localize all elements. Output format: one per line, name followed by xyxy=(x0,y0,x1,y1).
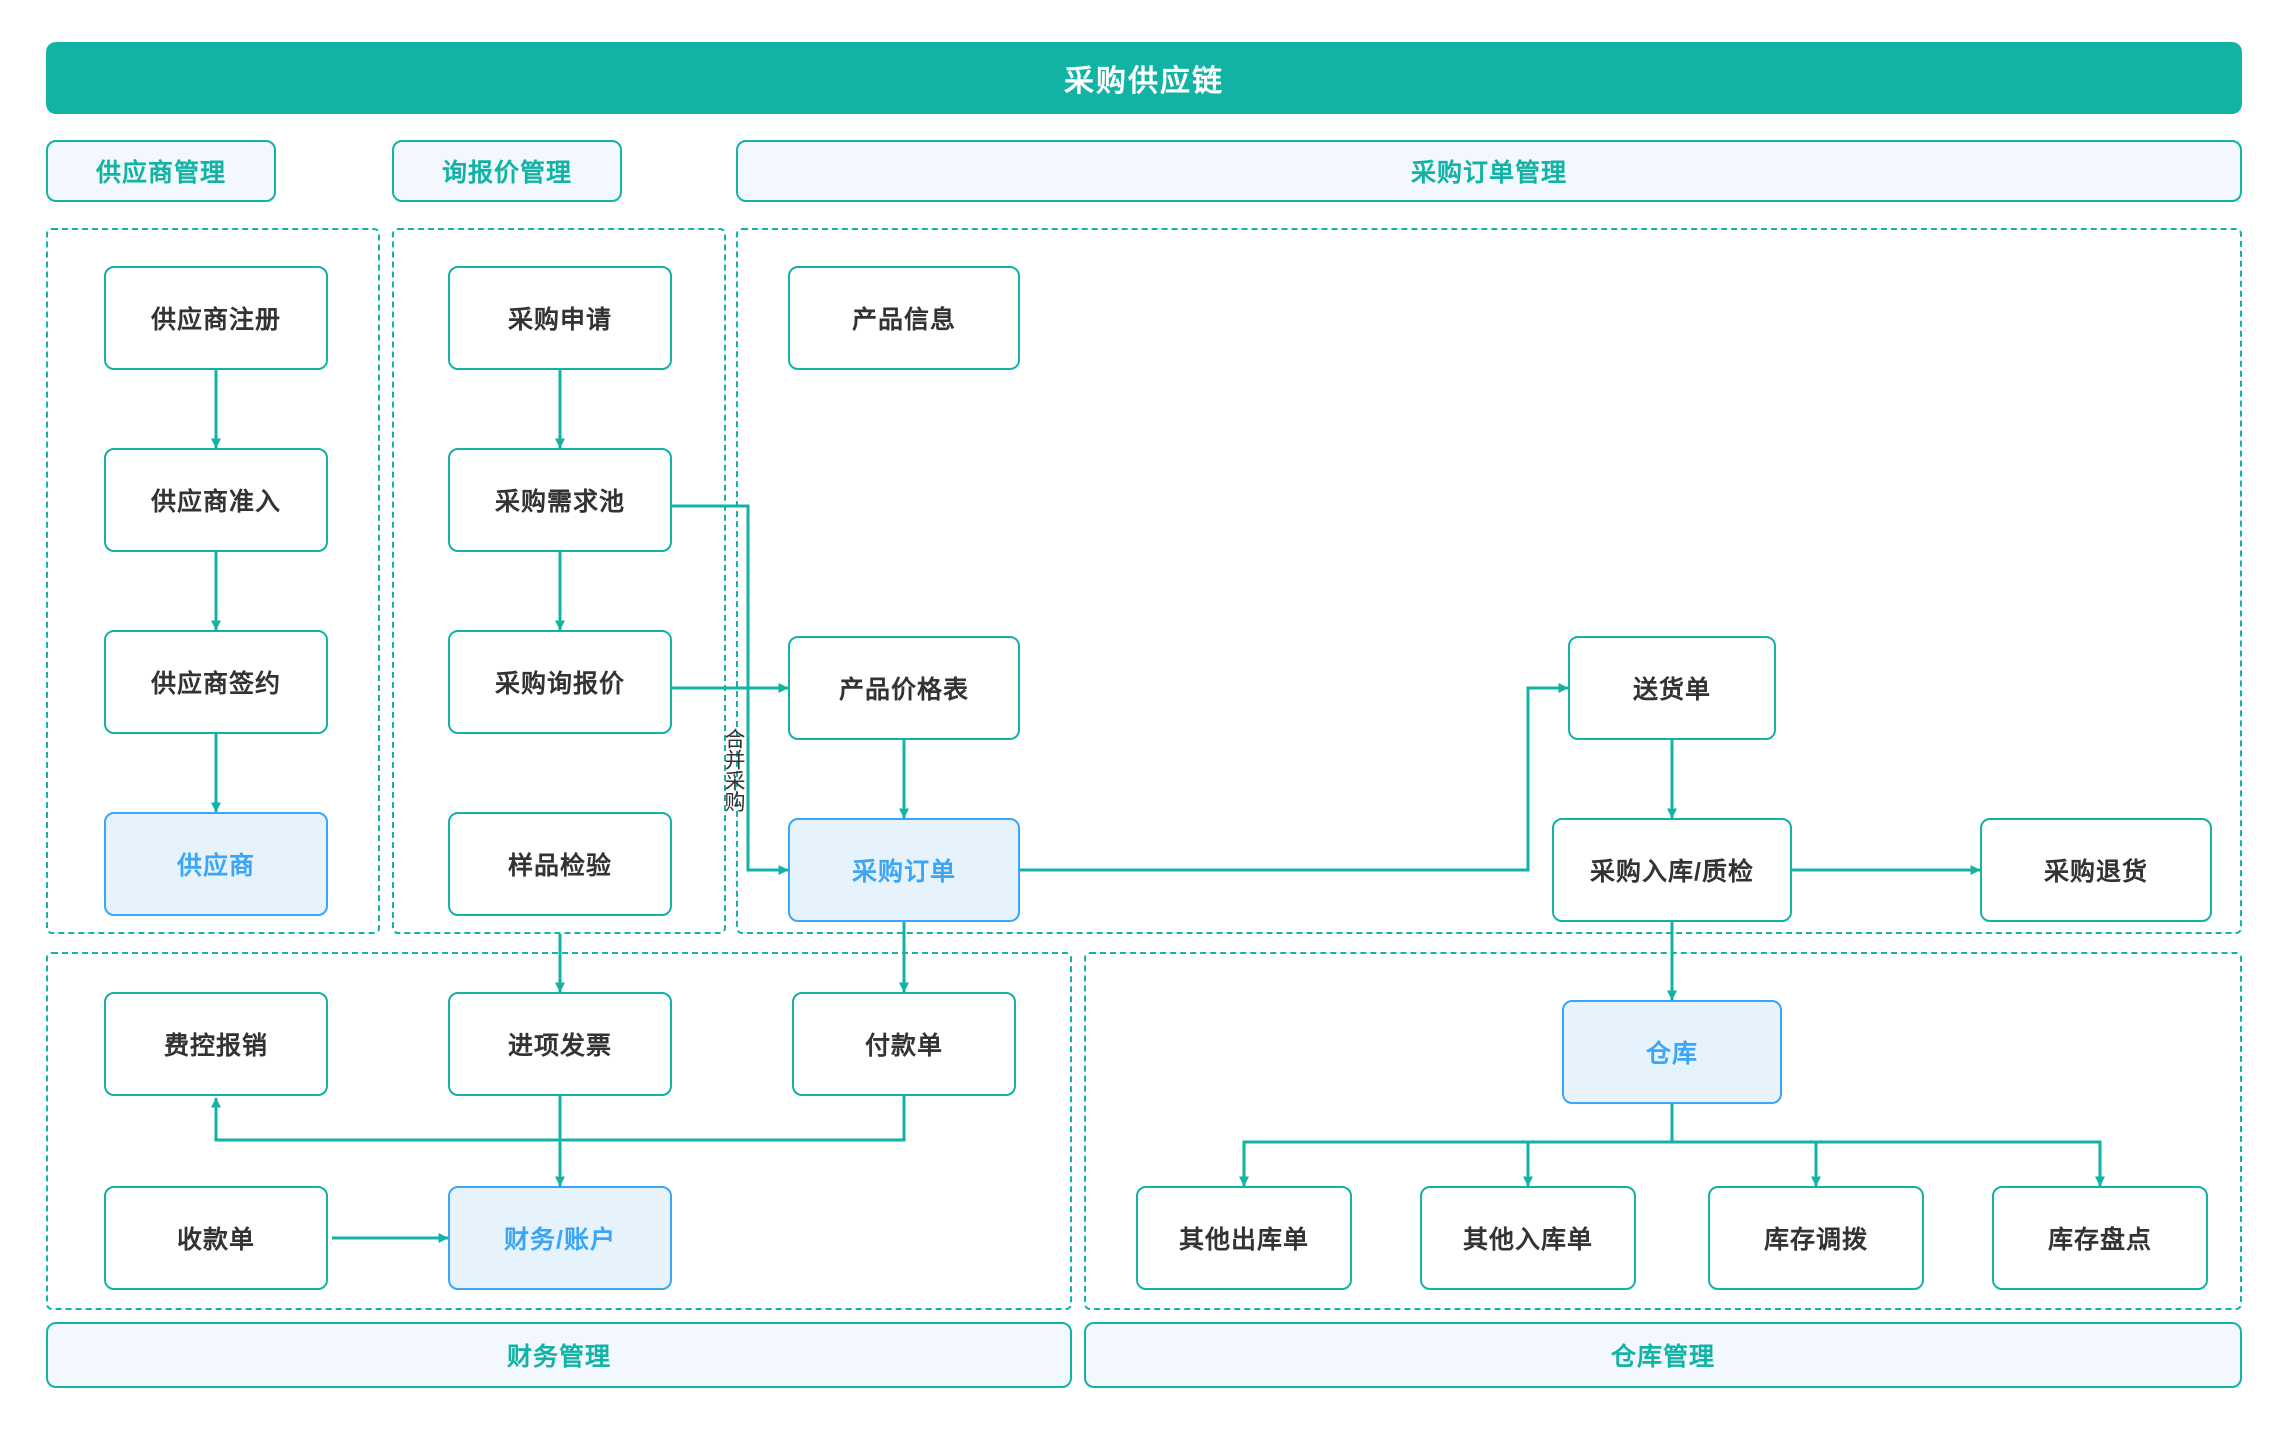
node-finance-account[interactable]: 财务/账户 xyxy=(448,1186,672,1290)
node-supplier[interactable]: 供应商 xyxy=(104,812,328,916)
section-label-rfq[interactable]: 询报价管理 xyxy=(392,140,622,202)
section-label-finance[interactable]: 财务管理 xyxy=(46,1322,1072,1388)
node-price-list[interactable]: 产品价格表 xyxy=(788,636,1020,740)
node-demand-pool[interactable]: 采购需求池 xyxy=(448,448,672,552)
node-expense-claim[interactable]: 费控报销 xyxy=(104,992,328,1096)
node-input-invoice[interactable]: 进项发票 xyxy=(448,992,672,1096)
section-label-warehouse[interactable]: 仓库管理 xyxy=(1084,1322,2242,1388)
node-delivery-note[interactable]: 送货单 xyxy=(1568,636,1776,740)
node-payment-note[interactable]: 付款单 xyxy=(792,992,1016,1096)
node-purchase-rfq[interactable]: 采购询报价 xyxy=(448,630,672,734)
page-title: 采购供应链 xyxy=(46,42,2242,114)
node-purchase-order[interactable]: 采购订单 xyxy=(788,818,1020,922)
node-other-outbound[interactable]: 其他出库单 xyxy=(1136,1186,1352,1290)
node-supplier-register[interactable]: 供应商注册 xyxy=(104,266,328,370)
node-inbound-qc[interactable]: 采购入库/质检 xyxy=(1552,818,1792,922)
node-other-inbound[interactable]: 其他入库单 xyxy=(1420,1186,1636,1290)
node-stock-transfer[interactable]: 库存调拨 xyxy=(1708,1186,1924,1290)
section-container-supplier xyxy=(46,228,380,934)
node-purchase-return[interactable]: 采购退货 xyxy=(1980,818,2212,922)
section-label-supplier[interactable]: 供应商管理 xyxy=(46,140,276,202)
edge-label-merge-purchase: 合并采购 xyxy=(722,728,746,812)
node-supplier-access[interactable]: 供应商准入 xyxy=(104,448,328,552)
node-product-info[interactable]: 产品信息 xyxy=(788,266,1020,370)
node-supplier-sign[interactable]: 供应商签约 xyxy=(104,630,328,734)
section-label-purchase-order[interactable]: 采购订单管理 xyxy=(736,140,2242,202)
node-sample-inspect[interactable]: 样品检验 xyxy=(448,812,672,916)
node-purchase-request[interactable]: 采购申请 xyxy=(448,266,672,370)
node-warehouse[interactable]: 仓库 xyxy=(1562,1000,1782,1104)
node-receipt-note[interactable]: 收款单 xyxy=(104,1186,328,1290)
node-stock-count[interactable]: 库存盘点 xyxy=(1992,1186,2208,1290)
section-container-warehouse xyxy=(1084,952,2242,1310)
